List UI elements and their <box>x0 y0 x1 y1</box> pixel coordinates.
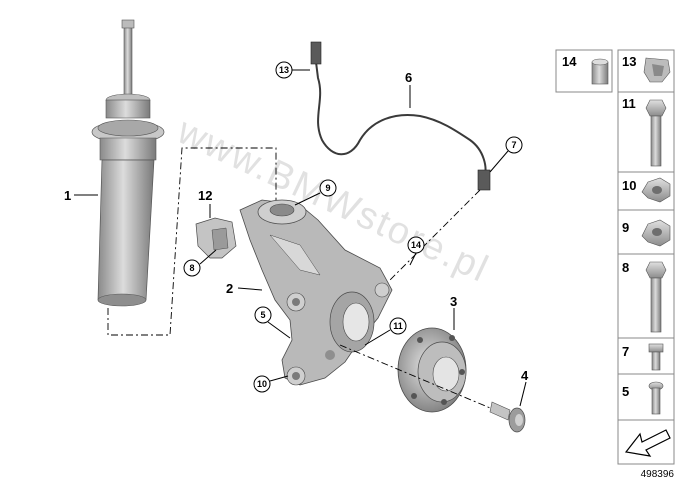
orientation-arrow-icon <box>624 429 671 457</box>
callout-1: 1 <box>64 188 71 203</box>
callout-2: 2 <box>226 281 233 296</box>
hub-bolt <box>489 401 526 433</box>
part-label-7: 7 <box>622 344 629 359</box>
screw-5-icon <box>648 381 664 415</box>
screw-7-icon <box>648 343 664 371</box>
parts-column <box>555 49 675 465</box>
callout-10: 10 <box>257 379 267 389</box>
diagram-reference: 498396 <box>641 469 675 480</box>
circled-callouts: 13 9 7 14 8 5 11 10 <box>183 61 523 393</box>
part-label-11: 11 <box>622 96 636 111</box>
bushing-icon <box>591 58 609 85</box>
clip-icon <box>643 57 671 83</box>
sensor-head <box>477 169 491 191</box>
bolt-11-icon <box>645 99 667 167</box>
part-label-9: 9 <box>622 220 629 235</box>
assembly-line <box>107 147 277 336</box>
callout-7: 7 <box>511 140 516 150</box>
callout-6: 6 <box>405 70 412 85</box>
sensor-assembly-line <box>387 189 481 283</box>
bolt-8-icon <box>645 261 667 333</box>
wheel-hub <box>397 327 467 413</box>
part-label-8: 8 <box>622 260 629 275</box>
part-label-13: 13 <box>622 54 636 69</box>
callout-4: 4 <box>521 368 529 383</box>
callout-9-top: 9 <box>325 183 330 193</box>
nut-10-icon <box>641 177 671 203</box>
callout-11: 11 <box>393 321 403 331</box>
shock-absorber <box>91 19 165 307</box>
part-label-5: 5 <box>622 384 629 399</box>
sensor-bracket <box>195 217 237 259</box>
steering-knuckle <box>239 199 393 386</box>
speed-sensor-cable <box>315 61 487 179</box>
callout-5: 5 <box>260 310 265 320</box>
callout-13: 13 <box>279 65 289 75</box>
callout-3: 3 <box>450 294 457 309</box>
part-label-14: 14 <box>562 54 577 69</box>
callout-12: 12 <box>198 188 212 203</box>
sensor-plug <box>310 41 322 65</box>
part-label-10: 10 <box>622 178 636 193</box>
callout-8: 8 <box>189 263 194 273</box>
nut-9-icon <box>641 219 671 247</box>
hub-assembly-line <box>339 344 496 411</box>
callout-14: 14 <box>411 240 421 250</box>
